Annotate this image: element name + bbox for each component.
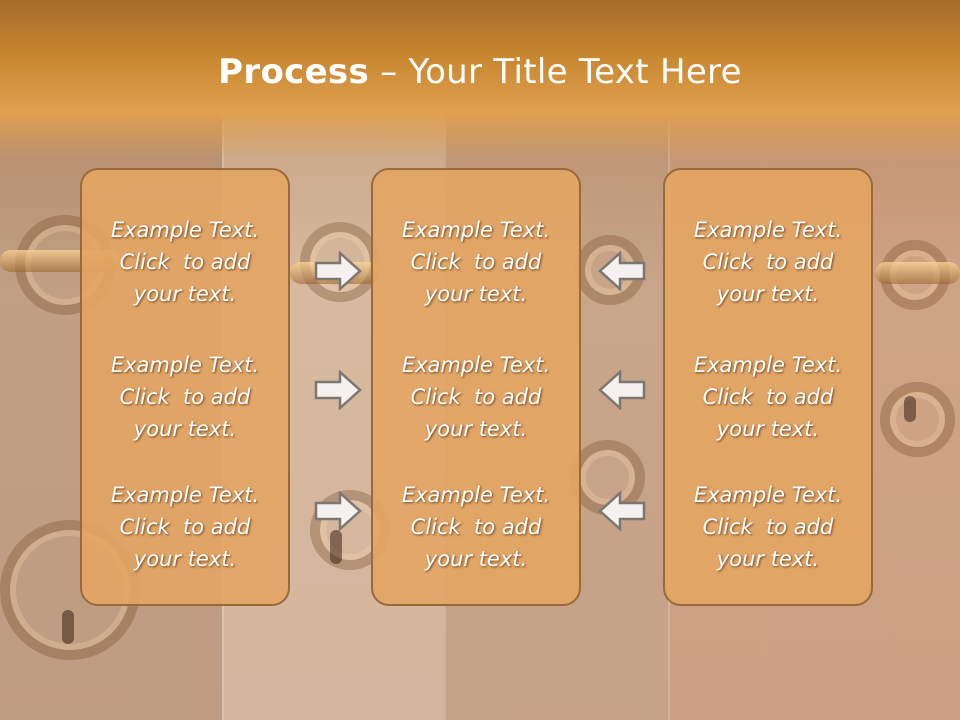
text-block[interactable]: Example Text. Click to add your text. xyxy=(665,479,871,575)
text-line: your text. xyxy=(716,417,820,441)
text-block[interactable]: Example Text. Click to add your text. xyxy=(665,349,871,445)
text-line: Example Text. xyxy=(110,483,260,507)
text-block[interactable]: Example Text. Click to add your text. xyxy=(82,349,288,445)
text-line: Click to add xyxy=(410,385,542,409)
title-rest: – Your Title Text Here xyxy=(369,52,742,92)
text-block[interactable]: Example Text. Click to add your text. xyxy=(373,479,579,575)
process-panel-left[interactable]: Example Text. Click to add your text. Ex… xyxy=(80,168,290,606)
text-line: your text. xyxy=(424,547,528,571)
text-line: Example Text. xyxy=(110,353,260,377)
text-block[interactable]: Example Text. Click to add your text. xyxy=(373,214,579,310)
left-arrow-icon[interactable] xyxy=(598,251,646,291)
process-panel-right[interactable]: Example Text. Click to add your text. Ex… xyxy=(663,168,873,606)
text-line: Example Text. xyxy=(693,353,843,377)
text-line: Click to add xyxy=(410,515,542,539)
text-line: your text. xyxy=(133,282,237,306)
text-line: Example Text. xyxy=(693,218,843,242)
right-arrow-icon[interactable] xyxy=(314,491,362,531)
text-line: your text. xyxy=(133,417,237,441)
text-line: Example Text. xyxy=(693,483,843,507)
text-line: your text. xyxy=(424,417,528,441)
keyhole xyxy=(330,530,342,564)
door-handle xyxy=(875,262,960,284)
left-arrow-icon[interactable] xyxy=(598,491,646,531)
text-line: Example Text. xyxy=(401,218,551,242)
text-block[interactable]: Example Text. Click to add your text. xyxy=(373,349,579,445)
text-line: Example Text. xyxy=(401,353,551,377)
text-line: Example Text. xyxy=(401,483,551,507)
text-line: your text. xyxy=(133,547,237,571)
text-line: Click to add xyxy=(119,385,251,409)
title-strong: Process xyxy=(218,52,370,92)
text-line: Click to add xyxy=(119,515,251,539)
keyhole xyxy=(904,396,916,422)
text-block[interactable]: Example Text. Click to add your text. xyxy=(665,214,871,310)
text-line: Click to add xyxy=(702,515,834,539)
right-arrow-icon[interactable] xyxy=(314,251,362,291)
right-arrow-icon[interactable] xyxy=(314,370,362,410)
text-line: Click to add xyxy=(702,250,834,274)
process-panel-center[interactable]: Example Text. Click to add your text. Ex… xyxy=(371,168,581,606)
text-line: Click to add xyxy=(702,385,834,409)
text-line: Click to add xyxy=(410,250,542,274)
title-bar xyxy=(0,0,960,160)
keyhole-plate xyxy=(880,382,955,457)
slide-title[interactable]: Process – Your Title Text Here xyxy=(0,52,960,92)
keyhole xyxy=(62,610,74,644)
text-line: your text. xyxy=(716,282,820,306)
text-line: your text. xyxy=(424,282,528,306)
text-line: your text. xyxy=(716,547,820,571)
text-line: Example Text. xyxy=(110,218,260,242)
text-line: Click to add xyxy=(119,250,251,274)
text-block[interactable]: Example Text. Click to add your text. xyxy=(82,214,288,310)
left-arrow-icon[interactable] xyxy=(598,370,646,410)
text-block[interactable]: Example Text. Click to add your text. xyxy=(82,479,288,575)
